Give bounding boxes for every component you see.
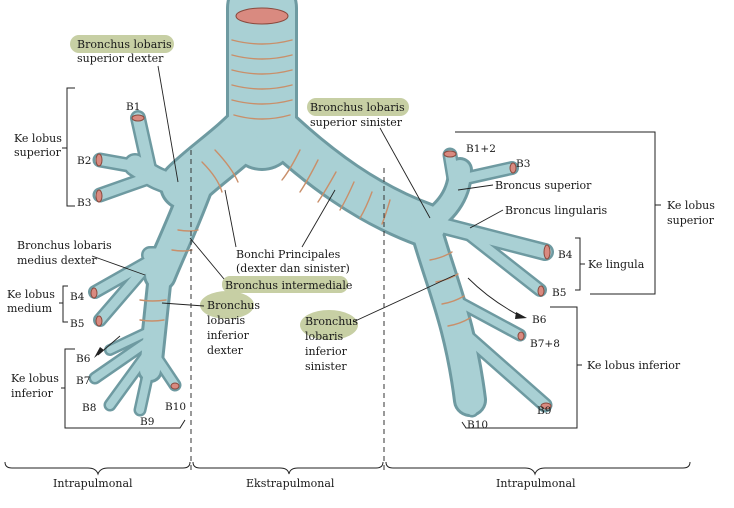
leader-lines [91,65,527,358]
label-intrapulmonal-left: Intrapulmonal [53,477,133,490]
label-ke-lingula: Ke lingula [588,258,645,271]
cartilage-rings [139,39,471,327]
label-bronchus-lobaris-medius-dexter-2: medius dexter [17,254,97,267]
label-bronchus-lobaris-superior-sinister-1: Bronchus lobaris [310,101,405,114]
segmental-bronchi-ends [90,114,552,410]
label-bronchus-lobaris-inferior-sinister-2: lobaris [305,330,344,343]
label-ke-lobus-inferior-left-1: Ke lobus [11,372,59,385]
label-b9-right: B9 [537,405,551,417]
label-b1-left: B1 [126,101,140,113]
label-b6-right: B6 [532,314,547,326]
label-b10-left: B10 [165,401,186,413]
label-b8-left: B8 [82,402,96,414]
label-ke-lobus-superior-left-1: Ke lobus [14,132,62,145]
label-ke-lobus-medium-1: Ke lobus [7,288,55,301]
label-b1-2-right: B1+2 [466,143,496,155]
label-highlights [70,35,409,340]
label-intrapulmonal-right: Intrapulmonal [496,477,576,490]
label-bronchi-principales-1: Bonchi Principales [236,248,341,261]
label-bronchus-lobaris-inferior-dexter-2: lobaris [207,314,246,327]
label-b6-left: B6 [76,353,91,365]
label-b3-right: B3 [516,158,530,170]
label-bronchus-lobaris-superior-sinister-2: superior sinister [310,116,403,129]
label-ke-lobus-superior-left-2: superior [14,146,62,159]
label-b9-left: B9 [140,416,154,428]
label-bronchus-lobaris-medius-dexter-1: Bronchus lobaris [17,239,112,252]
label-ke-lobus-inferior-left-2: inferior [11,387,54,400]
label-bronchus-lobaris-inferior-sinister-1: Bronchus [305,315,358,328]
label-bronchus-lobaris-inferior-sinister-4: sinister [305,360,347,373]
label-ke-lobus-superior-right-1: Ke lobus [667,199,715,212]
label-bronchus-intermediale: Bronchus intermediale [225,279,352,292]
braces [4,87,691,476]
label-b7-8-right: B7+8 [530,338,560,350]
label-ke-lobus-medium-2: medium [7,302,53,315]
label-b4-left: B4 [70,291,85,303]
label-b3-left: B3 [77,197,91,209]
label-b4-right: B4 [558,249,573,261]
label-b7-left: B7 [76,375,90,387]
label-b2-left: B2 [77,155,91,167]
label-b5-left: B5 [70,318,84,330]
label-ekstrapulmonal: Ekstrapulmonal [246,477,335,490]
label-bronchus-lobaris-superior-dexter-2: superior dexter [77,52,164,65]
label-b5-right: B5 [552,287,566,299]
label-ke-lobus-superior-right-2: superior [667,214,715,227]
label-ke-lobus-inferior-right: Ke lobus inferior [587,359,681,372]
bronchial-tree-illustration [88,0,554,418]
label-b10-right: B10 [467,419,488,431]
label-broncus-superior: Broncus superior [495,179,592,192]
label-bronchus-lobaris-superior-dexter-1: Bronchus lobaris [77,38,172,51]
label-bronchus-lobaris-inferior-dexter-3: inferior [207,329,250,342]
label-bronchi-principales-2: (dexter dan sinister) [236,262,350,275]
label-bronchus-lobaris-inferior-sinister-3: inferior [305,345,348,358]
text-labels: Bronchus lobaris superior dexter Ke lobu… [7,38,715,490]
label-bronchus-lobaris-inferior-dexter-4: dexter [207,344,244,357]
label-broncus-lingularis: Broncus lingularis [505,204,608,217]
label-bronchus-lobaris-inferior-dexter-1: Bronchus [207,299,260,312]
